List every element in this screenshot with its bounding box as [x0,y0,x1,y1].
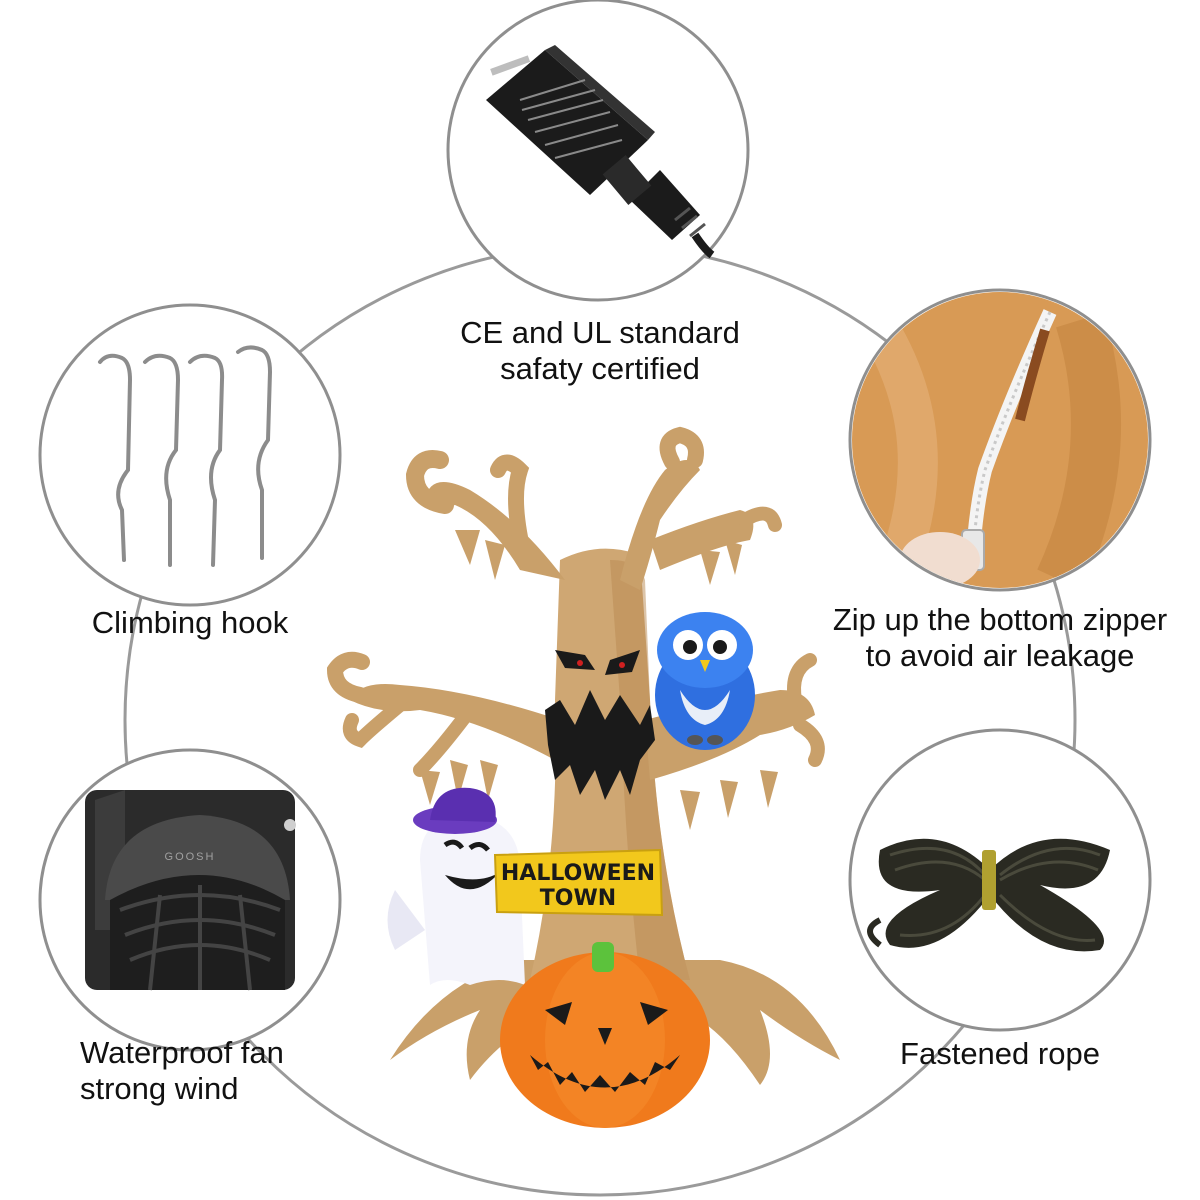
rope-caption-line-1: Fastened rope [900,1036,1100,1071]
power-adapter-detail [446,0,750,302]
rope-icon [867,838,1110,952]
fan-detail: GOOSH [38,748,342,1052]
pumpkin-figure [500,942,710,1128]
fan-brand-label: GOOSH [165,851,216,863]
rope-caption: Fastened rope [860,1036,1140,1072]
zipper-caption-line-2: to avoid air leakage [865,638,1135,673]
power-caption-line-1: CE and UL standard [460,315,740,350]
power-caption: CE and UL standard safaty certified [400,315,800,387]
zipper-caption: Zip up the bottom zipper to avoid air le… [800,602,1200,674]
fan-caption-line-2: strong wind [80,1071,239,1106]
sign-line-1: HALLOWEEN [501,861,655,886]
power-caption-line-2: safaty certified [500,351,700,386]
climbing-hook-detail [38,303,342,607]
hook-caption-line-1: Climbing hook [91,605,289,640]
power-adapter-icon [486,45,715,259]
zipper-caption-line-1: Zip up the bottom zipper [832,602,1168,637]
fan-caption: Waterproof fan strong wind [80,1035,340,1107]
inflatable-tree-illustration: HALLOWEEN TOWN [326,426,840,1128]
owl-figure [655,612,755,750]
rope-detail [848,728,1152,1032]
hook-caption: Climbing hook [40,605,340,641]
zipper-detail [848,288,1152,592]
zipper-icon [852,292,1148,588]
fan-caption-line-1: Waterproof fan [80,1035,284,1070]
tree-face [545,650,655,800]
climbing-hook-icon [98,345,273,567]
sign-line-2: TOWN [540,886,616,911]
halloween-town-sign: HALLOWEEN TOWN [493,848,664,917]
fan-icon [85,790,296,991]
